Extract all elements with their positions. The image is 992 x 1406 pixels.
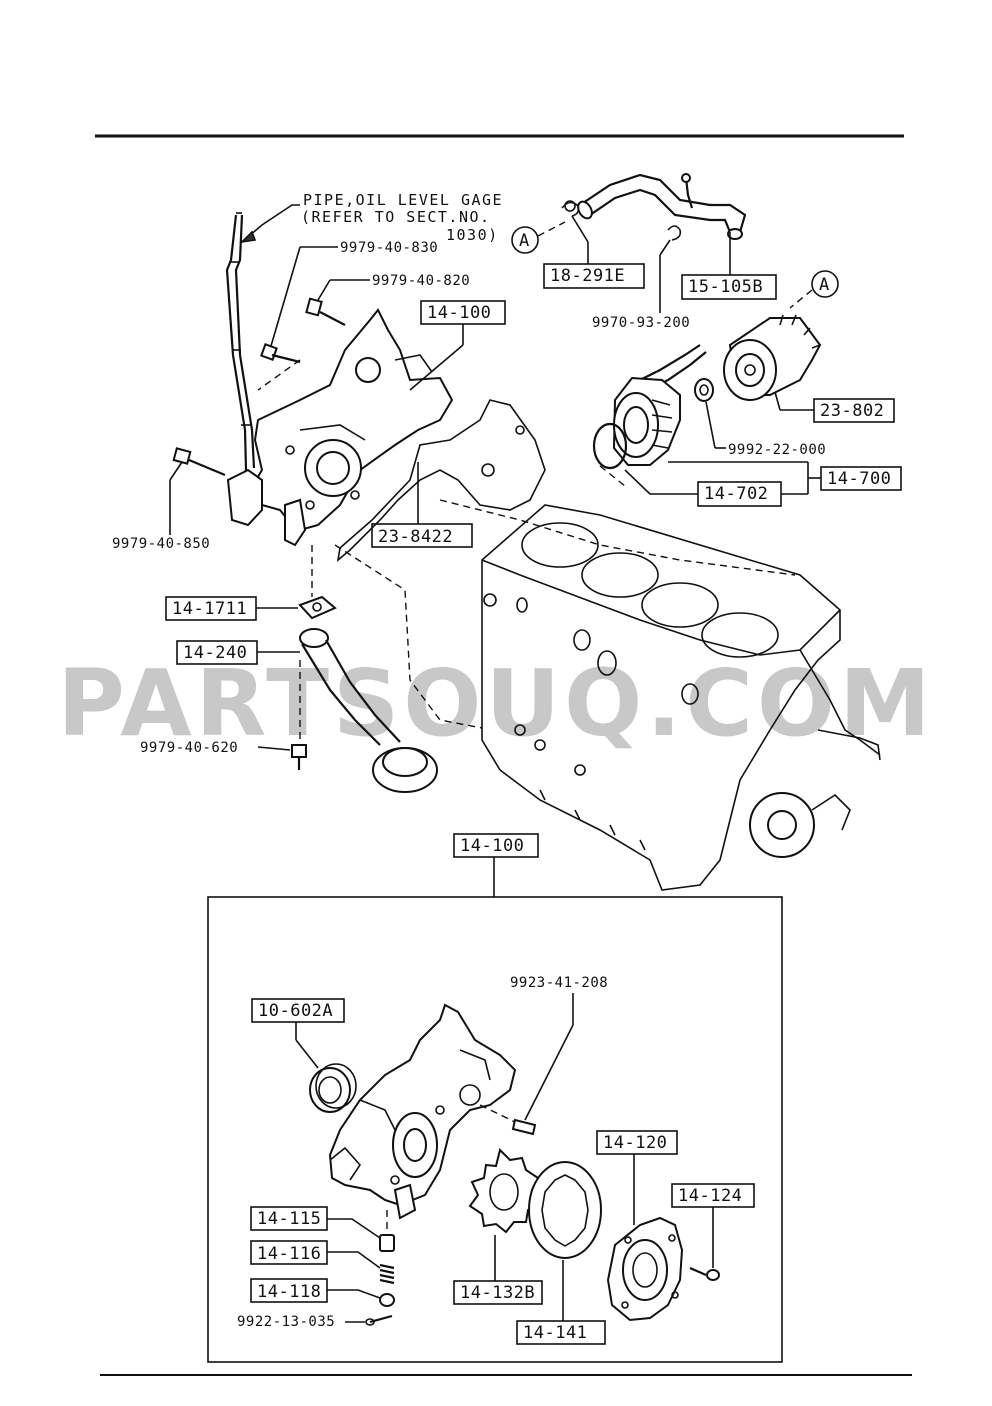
label-bolt-850: 9979-40-850 (112, 536, 210, 552)
oil-pump-upper (226, 308, 454, 547)
label-pump-gasket: 23-8422 (378, 527, 453, 547)
cooler-oring (592, 422, 628, 470)
pump-gasket (336, 399, 546, 562)
relief-seat (379, 1293, 395, 1307)
label-inner-rotor: 14-132B (460, 1283, 535, 1303)
label-relief-seat: 14-118 (257, 1282, 321, 1302)
label-hose-clip: 18-291E (550, 266, 625, 286)
label-bolt-820: 9979-40-820 (372, 273, 470, 289)
cylinder-block (334, 499, 881, 891)
label-pin-208: 9923-41-208 (510, 975, 608, 991)
label-hose: 15-105B (688, 277, 763, 297)
callout-a-left-label: A (519, 231, 530, 251)
breather-hose (577, 173, 747, 240)
bolt-830 (260, 343, 301, 364)
bolt-850 (172, 447, 226, 477)
upper-exploded-view: PIPE,OIL LEVEL GAGE (REFER TO SECT.NO. 1… (112, 173, 902, 891)
hose-clip-left (561, 200, 580, 217)
callout-a-right-label: A (819, 275, 830, 295)
washer-000 (694, 378, 714, 402)
oil-pump-detail: 14-100 10-602A (207, 833, 783, 1363)
label-washer-000: 9992-22-000 (728, 442, 826, 458)
label-oil-pump-top: 14-100 (427, 303, 491, 323)
oil-filter (723, 314, 822, 401)
detail-frame (207, 896, 783, 1363)
oil-level-gage-pipe (225, 212, 256, 483)
oil-pump-body (328, 1003, 517, 1220)
strainer-gasket (298, 545, 337, 620)
oil-strainer (299, 628, 438, 793)
label-relief-spring: 14-116 (257, 1244, 321, 1264)
label-relief-plunger: 14-115 (257, 1209, 321, 1229)
oil-seal (309, 1063, 357, 1113)
callout-a-left (511, 226, 539, 254)
label-strainer: 14-240 (183, 643, 247, 663)
split-pin (365, 1314, 393, 1326)
label-oil-pump-detail: 14-100 (460, 836, 524, 856)
label-clip-200: 9970-93-200 (592, 315, 690, 331)
relief-spring (379, 1263, 395, 1285)
label-cooler-assembly: 14-700 (827, 469, 891, 489)
pin-208 (479, 1104, 537, 1136)
label-pump-cover: 14-120 (603, 1133, 667, 1153)
outer-rotor (528, 1161, 602, 1259)
hose-clip-right (667, 225, 682, 241)
pump-cover (606, 1216, 684, 1322)
label-oil-seal: 10-602A (258, 1001, 333, 1021)
watermark: PARTSOUQ.COM (57, 650, 934, 757)
oil-cooler (612, 344, 707, 466)
label-bolt-830: 9979-40-830 (340, 240, 438, 256)
label-outer-rotor: 14-141 (523, 1323, 587, 1343)
label-bolt-620: 9979-40-620 (140, 740, 238, 756)
note-line-3: 1030) (446, 226, 499, 244)
callout-a-right (811, 270, 839, 298)
cover-screw (689, 1266, 720, 1281)
note-line-2: (REFER TO SECT.NO. (301, 208, 491, 226)
label-oil-filter: 23-802 (820, 401, 884, 421)
label-strainer-gasket: 14-1711 (172, 599, 247, 619)
note-line-1: PIPE,OIL LEVEL GAGE (303, 191, 503, 209)
label-pin-035: 9922-13-035 (237, 1314, 335, 1330)
inner-rotor (468, 1148, 540, 1234)
bolt-820 (305, 297, 346, 326)
bolt-620 (291, 744, 307, 770)
label-cooler-oring: 14-702 (704, 484, 768, 504)
relief-plunger (379, 1234, 395, 1252)
label-cover-screw: 14-124 (678, 1186, 742, 1206)
